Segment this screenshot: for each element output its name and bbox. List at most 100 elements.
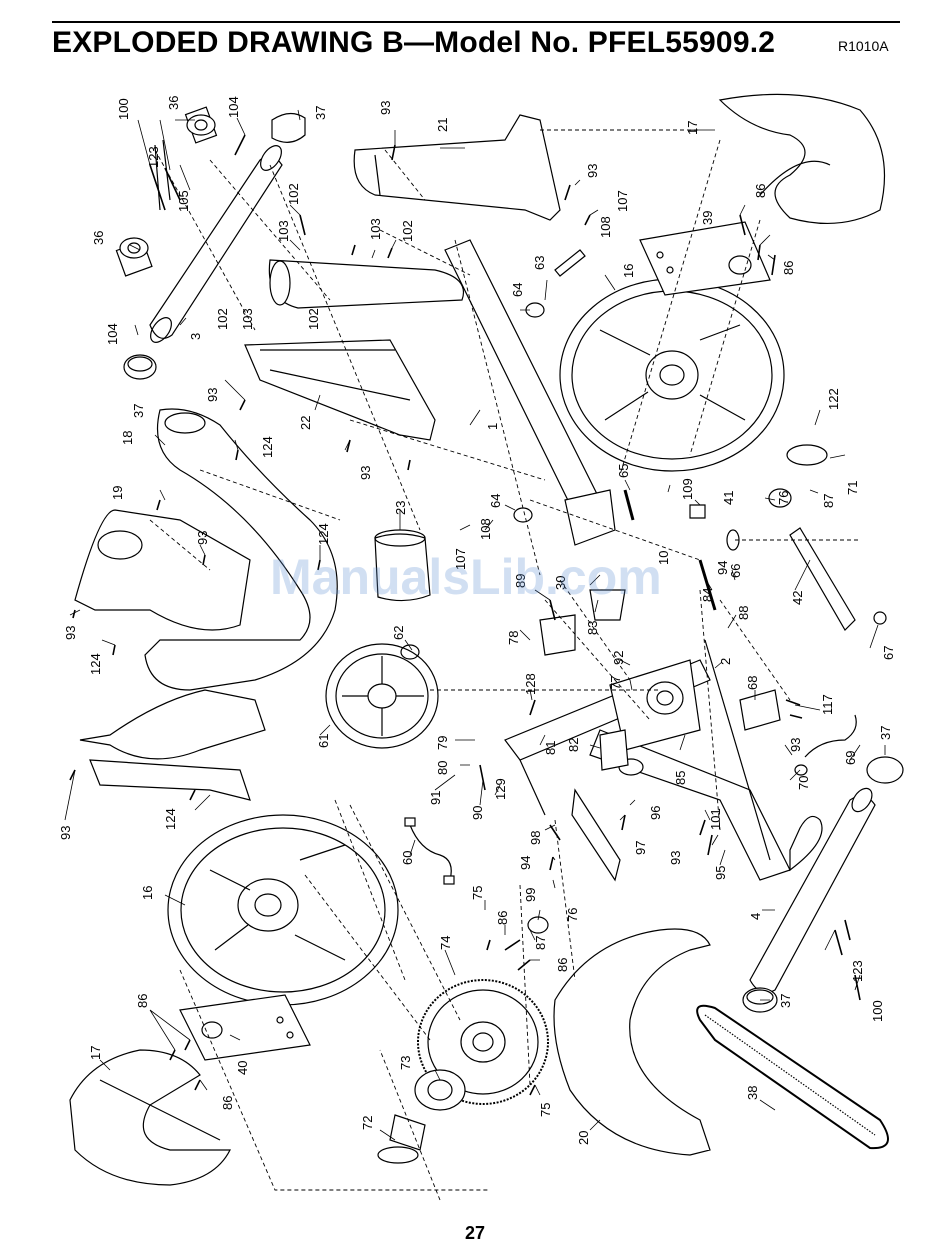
callout-93-h: 93 <box>58 826 73 840</box>
callout-86-e: 86 <box>135 994 150 1008</box>
callout-66: 66 <box>728 564 743 578</box>
callout-97: 97 <box>633 841 648 855</box>
page-number: 27 <box>464 1223 486 1243</box>
callout-16-top: 16 <box>621 264 636 278</box>
callout-4: 4 <box>748 913 763 920</box>
callout-60: 60 <box>400 851 415 865</box>
callout-123-bottom: 123 <box>850 960 865 982</box>
callout-128: 128 <box>523 673 538 695</box>
belt-part-38 <box>696 1004 889 1150</box>
callout-95: 95 <box>713 866 728 880</box>
callout-23: 23 <box>393 501 408 515</box>
callout-61: 61 <box>316 734 331 748</box>
hub-part-73 <box>414 1069 466 1111</box>
callout-21: 21 <box>435 118 450 132</box>
callout-71: 71 <box>845 481 860 495</box>
callout-37-right: 37 <box>878 726 893 740</box>
callout-86-a: 86 <box>753 184 768 198</box>
callout-91: 91 <box>428 791 443 805</box>
callout-105: 105 <box>176 190 191 212</box>
main-frame-part-1 <box>444 239 616 546</box>
callout-42: 42 <box>790 591 805 605</box>
callout-96: 96 <box>648 806 663 820</box>
callout-16-bottom: 16 <box>140 886 155 900</box>
callout-17-top: 17 <box>685 121 700 135</box>
callout-124-d: 124 <box>163 808 178 830</box>
drawing-code: R1010A <box>838 38 889 54</box>
callout-30: 30 <box>553 576 568 590</box>
callout-39: 39 <box>700 211 715 225</box>
callout-19: 19 <box>110 486 125 500</box>
lower-shroud <box>79 689 266 801</box>
callout-67: 67 <box>881 646 896 660</box>
callout-93-g: 93 <box>788 738 803 752</box>
header-rule <box>52 21 900 23</box>
callout-1: 1 <box>485 423 500 430</box>
callout-41: 41 <box>721 491 736 505</box>
callout-108-b: 108 <box>478 518 493 540</box>
callout-82: 82 <box>566 738 581 752</box>
callout-93-a: 93 <box>378 101 393 115</box>
callout-37-left: 37 <box>131 404 146 418</box>
callout-93-e: 93 <box>195 531 210 545</box>
callout-88: 88 <box>736 606 751 620</box>
pulley-part-61 <box>325 643 439 749</box>
callout-86-c: 86 <box>495 911 510 925</box>
callout-94-b: 94 <box>518 856 533 870</box>
callout-87-a: 87 <box>821 494 836 508</box>
callout-124-b: 124 <box>316 523 331 545</box>
axle-part-72 <box>377 1114 426 1164</box>
left-shroud-part-19 <box>74 509 251 631</box>
callout-76-b: 76 <box>565 908 580 922</box>
callout-92: 92 <box>611 651 626 665</box>
callout-122: 122 <box>826 388 841 410</box>
shroud-part-22 <box>244 339 436 441</box>
callout-65: 65 <box>616 464 631 478</box>
callout-102-d: 102 <box>306 308 321 330</box>
side-cover-part-17-top <box>718 93 886 225</box>
callout-76-a: 76 <box>776 491 791 505</box>
callout-72: 72 <box>360 1116 375 1130</box>
callout-109: 109 <box>680 478 695 500</box>
callout-40: 40 <box>235 1061 250 1075</box>
callout-117: 117 <box>820 694 835 715</box>
callout-93-i: 93 <box>668 851 683 865</box>
callout-68: 68 <box>745 676 760 690</box>
callout-90: 90 <box>470 806 485 820</box>
callout-70: 70 <box>796 776 811 790</box>
left-flywheel-cover-part-16 <box>167 814 399 1006</box>
callout-79: 79 <box>435 736 450 750</box>
right-flywheel-cover-part-16 <box>559 278 785 472</box>
callout-74: 74 <box>438 936 453 950</box>
callout-73: 73 <box>398 1056 413 1070</box>
callout-84: 84 <box>700 588 715 602</box>
callout-102-b: 102 <box>400 220 415 242</box>
plate-part-39 <box>639 221 771 296</box>
callout-77: 77 <box>608 676 623 690</box>
crank-arm-part-42 <box>789 527 887 631</box>
part-23-cylinder <box>374 529 431 602</box>
front-shroud-part-20 <box>553 928 711 1156</box>
callout-81: 81 <box>543 741 558 755</box>
callout-102-c: 102 <box>215 308 230 330</box>
callout-80: 80 <box>435 761 450 775</box>
callout-64-a: 64 <box>510 283 525 297</box>
callout-102-a: 102 <box>286 183 301 205</box>
callout-86-d: 86 <box>555 958 570 972</box>
callout-93-c: 93 <box>205 388 220 402</box>
callout-98: 98 <box>528 831 543 845</box>
upright-tube <box>268 259 464 309</box>
callout-100-bottom: 100 <box>870 1000 885 1022</box>
callout-37-bottom: 37 <box>778 994 793 1008</box>
callout-101: 101 <box>708 808 723 830</box>
callout-86-b: 86 <box>781 261 796 275</box>
console-mast-part-21 <box>353 114 561 221</box>
callout-17-bottom: 17 <box>88 1046 103 1060</box>
callout-38: 38 <box>745 1086 760 1100</box>
callout-107-a: 107 <box>615 190 630 212</box>
callout-94-a: 94 <box>715 561 730 575</box>
callout-93-d: 93 <box>358 466 373 480</box>
page-title: EXPLODED DRAWING B—Model No. PFEL55909.2 <box>52 26 776 59</box>
callout-103-a: 103 <box>276 220 291 242</box>
